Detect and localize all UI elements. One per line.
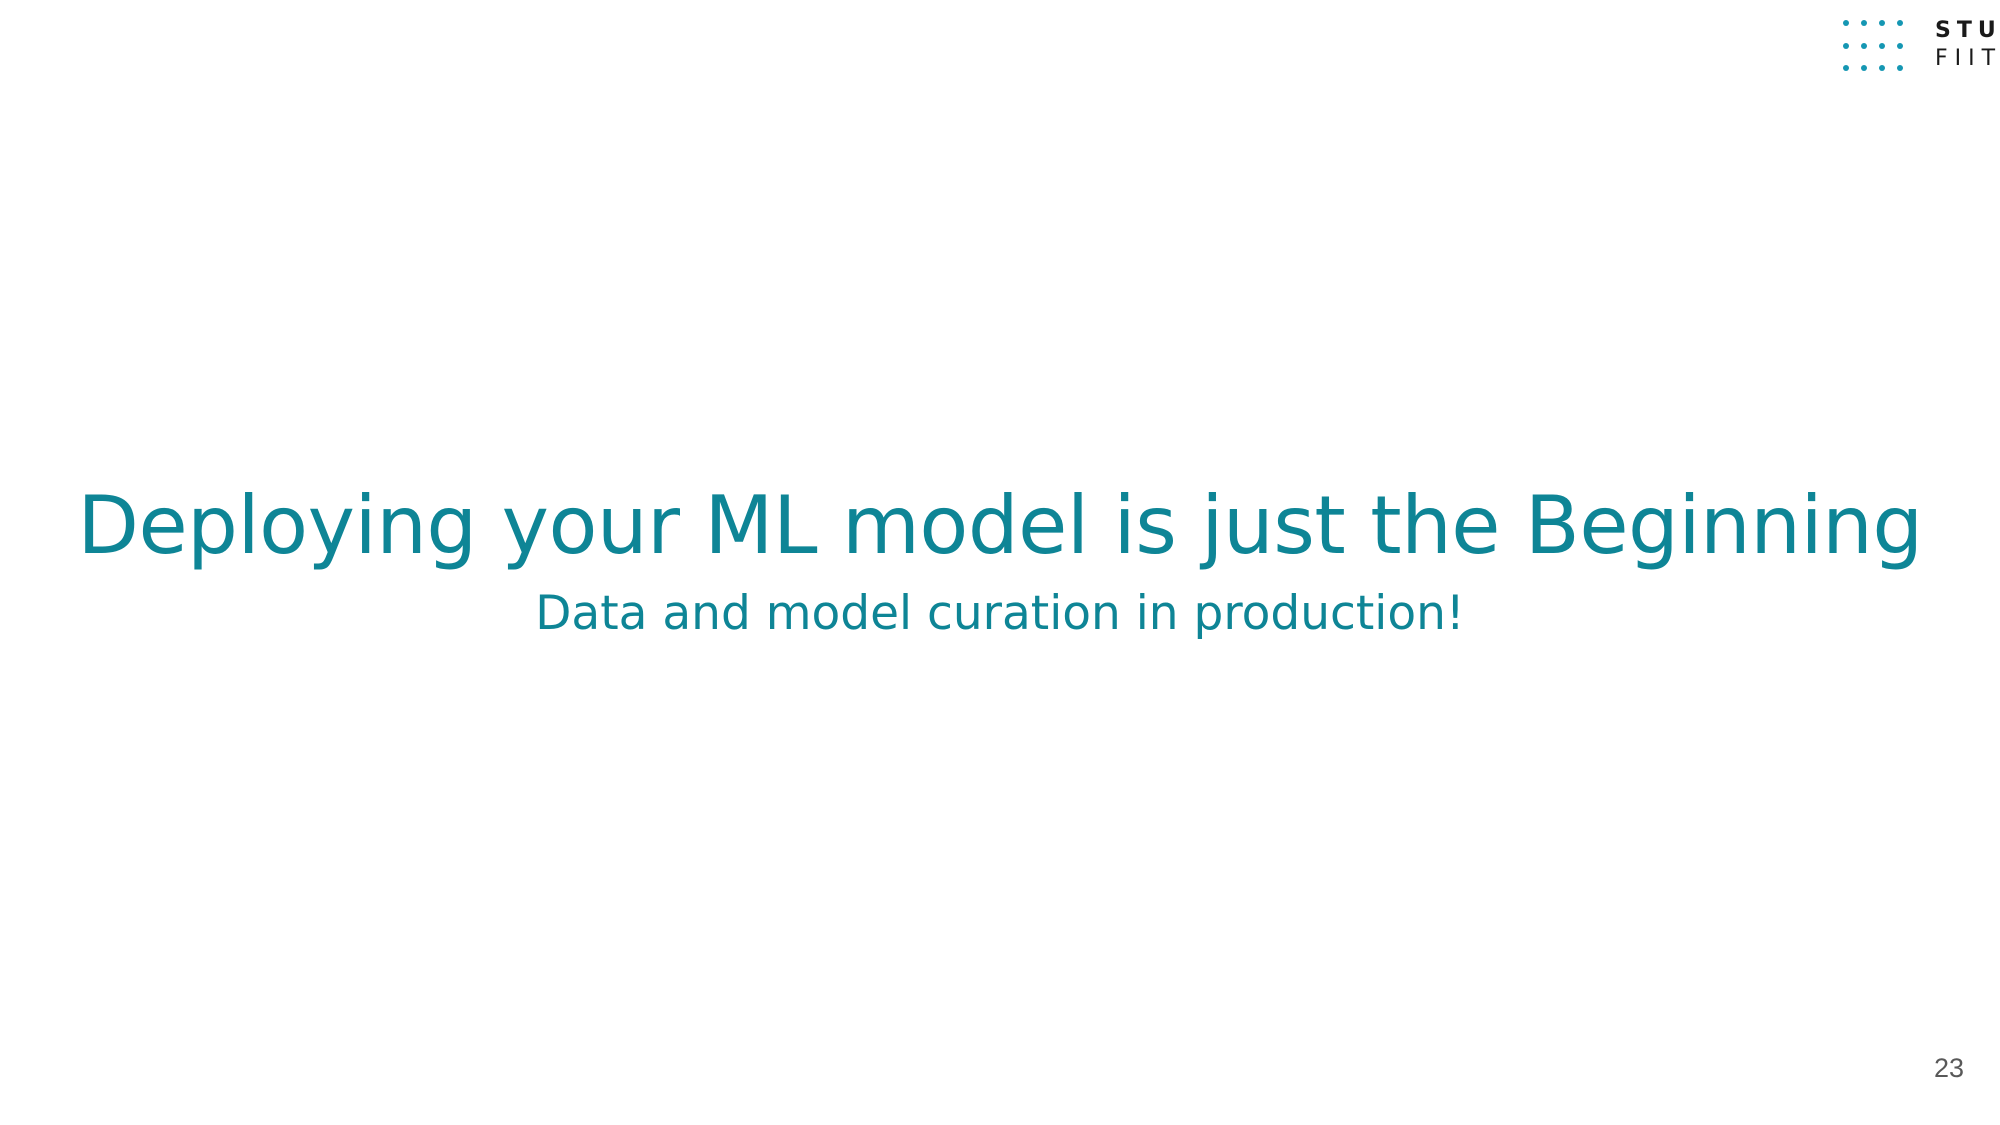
page-number: 23	[1933, 1053, 1964, 1083]
logo-text-fiit: FIIT	[1935, 46, 2000, 71]
slide-title: Deploying your ML model is just the Begi…	[77, 479, 1923, 572]
slide-subtitle: Data and model curation in production!	[535, 586, 1465, 641]
logo-text-stu: STU	[1935, 18, 2000, 43]
stu-fiit-logo: STU FIIT	[1840, 18, 2000, 74]
dot-grid-icon	[1843, 20, 1903, 71]
